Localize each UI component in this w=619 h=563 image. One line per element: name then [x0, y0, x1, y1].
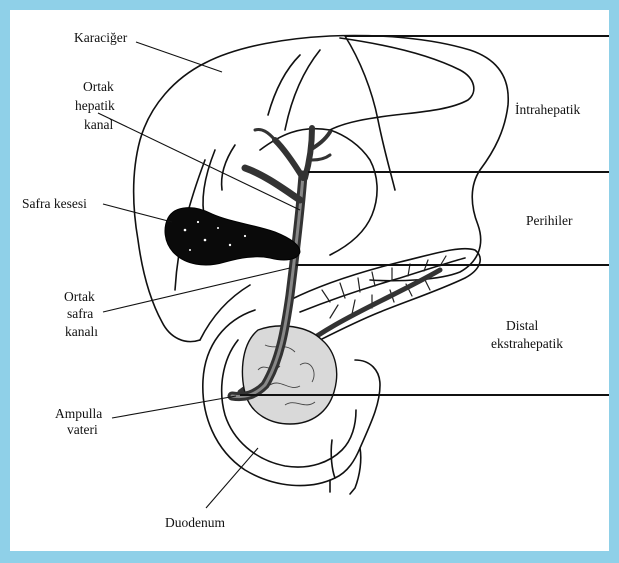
right-hepatic-duct — [275, 140, 303, 178]
gallstone — [217, 227, 219, 229]
gallstone — [204, 239, 207, 242]
duodenum-tail — [330, 440, 361, 494]
pancreatic-head-mass — [242, 326, 336, 424]
leader-gallbladder — [103, 204, 172, 222]
gallstone — [197, 221, 199, 223]
hepatic-lobe-b — [203, 145, 235, 220]
label-bile-duct-3: kanalı — [65, 324, 98, 339]
hepatic-lobe-a — [268, 50, 320, 130]
liver-fissure — [345, 36, 395, 190]
label-bile-duct-2: safra — [67, 306, 93, 321]
label-hepatic-duct-2: hepatik — [75, 98, 115, 113]
label-liver: Karaciğer — [74, 30, 128, 45]
leader-bile-duct — [103, 268, 290, 312]
label-hepatic-duct-3: kanal — [84, 117, 113, 132]
gallbladder — [165, 208, 300, 265]
gallstone — [184, 229, 187, 232]
cystic-duct — [245, 168, 300, 200]
label-duodenum: Duodenum — [165, 515, 225, 530]
leader-liver — [136, 42, 222, 72]
liver-outline — [134, 36, 509, 342]
hepatic-branch-b — [312, 155, 330, 160]
zone-label-intrahepatic: İntrahepatik — [515, 102, 580, 117]
label-ampulla-1: Ampulla — [55, 406, 102, 421]
label-hepatic-duct-1: Ortak — [83, 79, 114, 94]
liver-upper-lobe — [330, 38, 474, 130]
gallstone — [229, 244, 231, 246]
gallstone — [189, 249, 191, 251]
label-gallbladder: Safra kesesi — [22, 196, 87, 211]
label-bile-duct-1: Ortak — [64, 289, 95, 304]
leader-duodenum — [206, 448, 258, 508]
leader-ampulla — [112, 396, 236, 418]
leader-hepatic-duct — [98, 113, 300, 210]
label-ampulla-2: vateri — [67, 422, 98, 437]
zone-label-perihilar: Perihiler — [526, 213, 573, 228]
zone-label-distal-2: ekstrahepatik — [491, 336, 563, 351]
left-hepatic-duct — [305, 128, 312, 178]
zone-label-distal-1: Distal — [506, 318, 538, 333]
gallstone — [244, 235, 246, 237]
hepatic-branch-c — [255, 129, 275, 140]
